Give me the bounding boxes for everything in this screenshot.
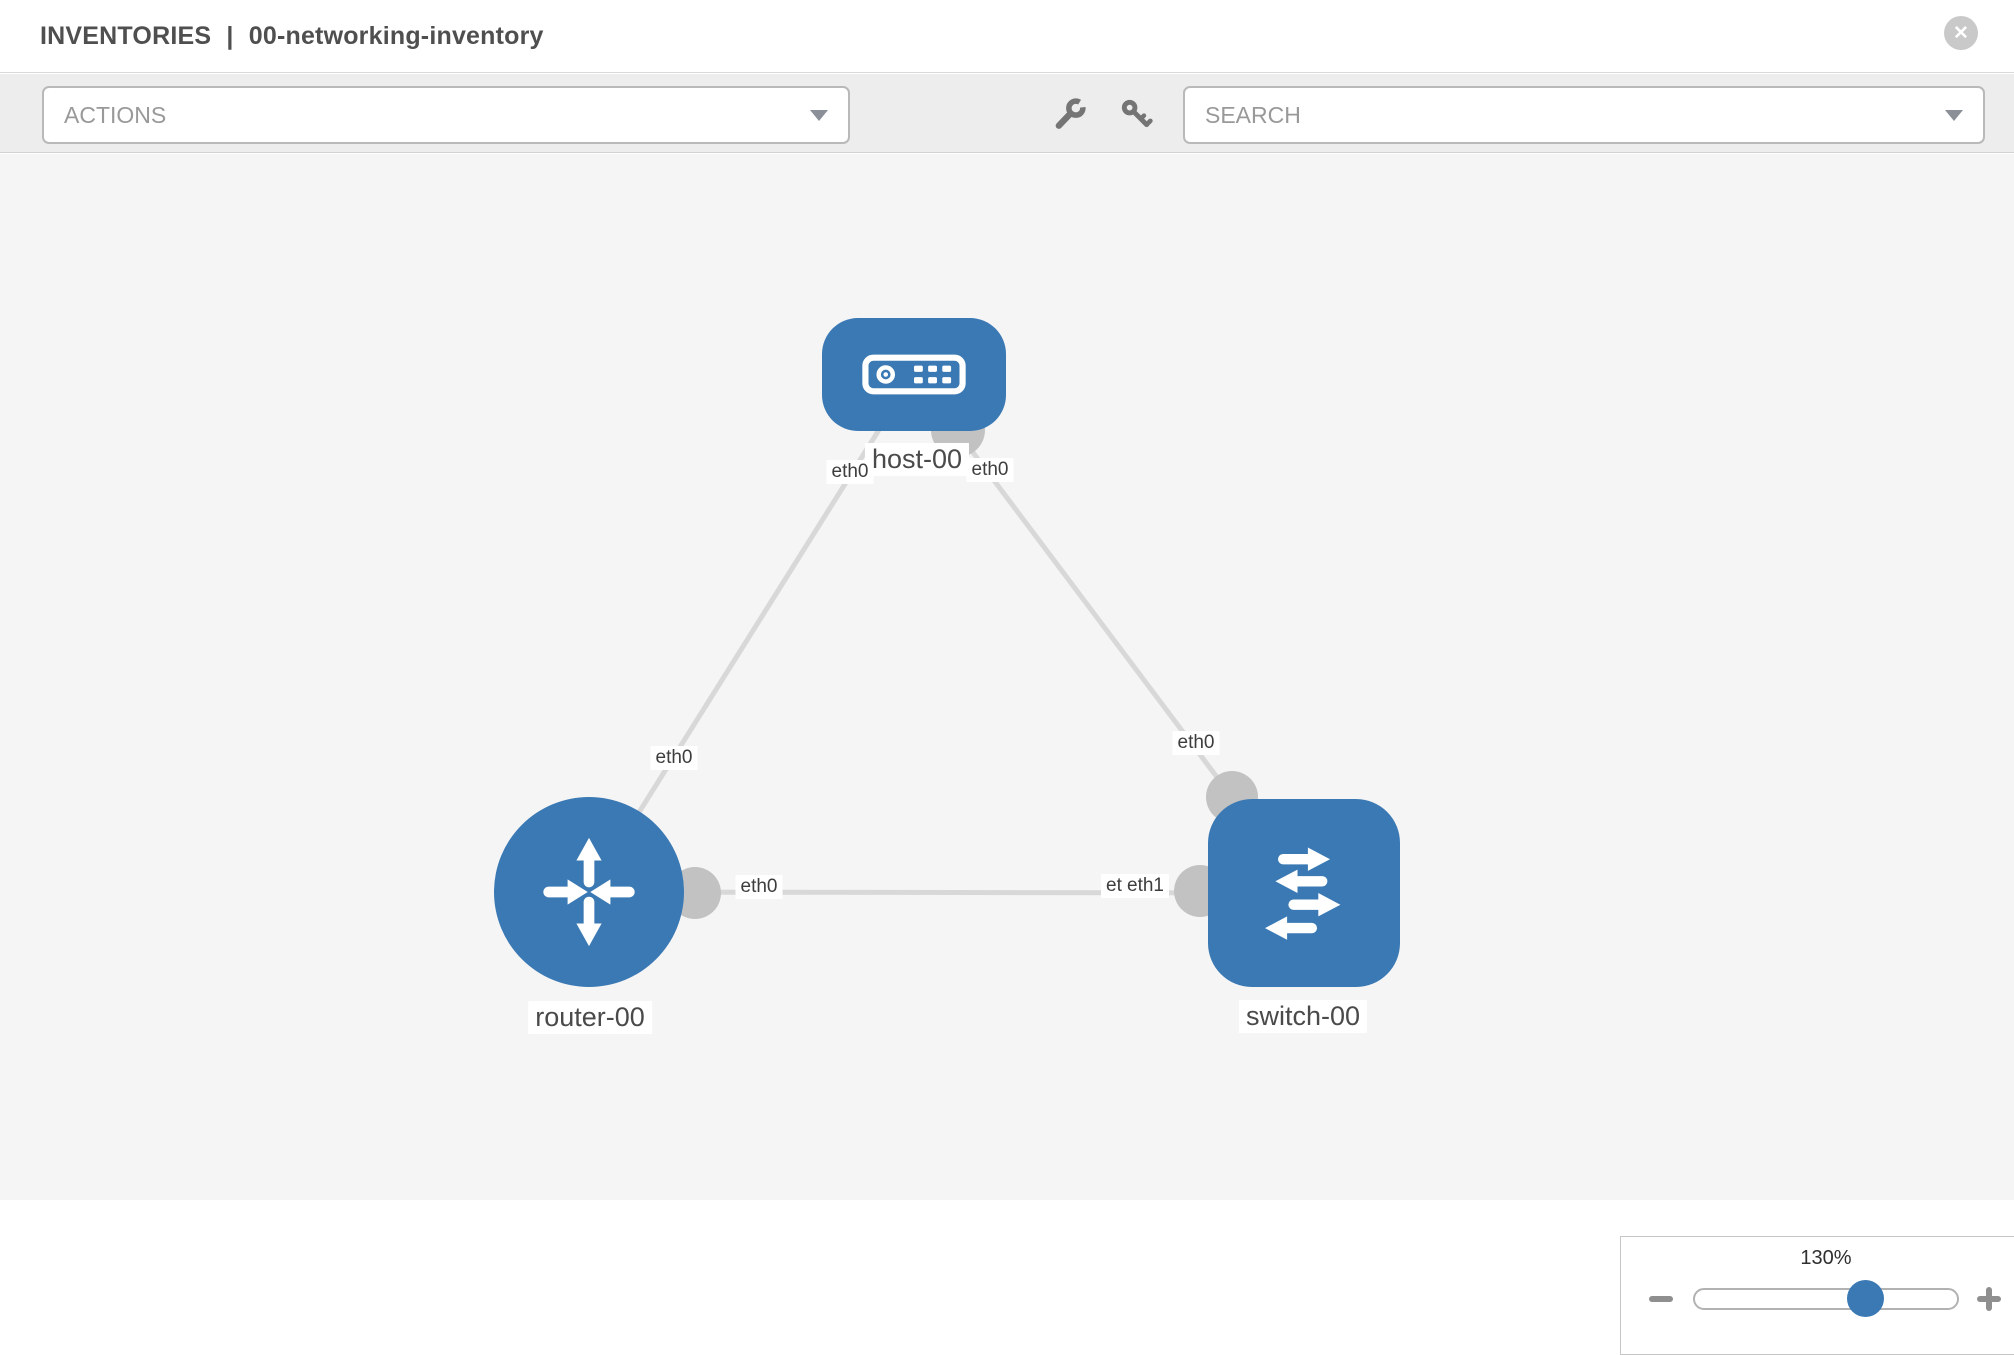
zoom-in-button[interactable]: [1971, 1281, 2007, 1317]
actions-dropdown[interactable]: ACTIONS: [42, 86, 850, 144]
zoom-slider-thumb[interactable]: [1847, 1280, 1884, 1317]
breadcrumb-separator: |: [226, 21, 234, 50]
close-button[interactable]: ✕: [1944, 16, 1978, 50]
host-device-icon: [862, 354, 966, 395]
toolbar: ACTIONS SEARCH: [0, 74, 2014, 153]
zoom-level-value: 130%: [1800, 1247, 1852, 1269]
if-label-host-eth0-right: eth0: [966, 458, 1014, 482]
close-icon: ✕: [1953, 22, 1969, 44]
node-switch[interactable]: [1208, 799, 1400, 987]
if-label-router-eth0-right: eth0: [735, 875, 783, 899]
actions-dropdown-label: ACTIONS: [64, 101, 167, 128]
node-label-switch: switch-00: [1238, 1000, 1368, 1033]
if-label-switch-eth1: eth1: [1122, 874, 1169, 898]
topology-canvas[interactable]: host-00 router-00 switch-00 eth0 eth0 et…: [0, 154, 2014, 1355]
node-router[interactable]: [494, 797, 684, 987]
wrench-icon: [1055, 95, 1089, 129]
credentials-button[interactable]: [1119, 97, 1153, 131]
switch-icon: [1265, 847, 1341, 940]
search-dropdown[interactable]: SEARCH: [1183, 86, 1985, 144]
configure-button[interactable]: [1053, 95, 1089, 131]
chevron-down-icon: [1945, 109, 1963, 121]
inventory-name: 00-networking-inventory: [248, 21, 544, 50]
zoom-control-panel: 130%: [1620, 1236, 2014, 1355]
page-title: INVENTORIES | 00-networking-inventory: [40, 22, 552, 51]
header-bar: INVENTORIES | 00-networking-inventory ✕: [0, 0, 2014, 73]
key-icon: [1121, 99, 1153, 128]
zoom-out-button[interactable]: [1649, 1296, 1673, 1302]
node-label-host: host-00: [864, 443, 970, 476]
chevron-down-icon: [810, 109, 828, 121]
if-label-router-eth0-top: eth0: [650, 746, 698, 770]
if-label-host-eth0-left: eth0: [826, 460, 874, 484]
router-icon: [543, 837, 635, 947]
if-label-switch-eth0-top: eth0: [1172, 731, 1220, 755]
links-layer: [586, 372, 1306, 896]
node-host[interactable]: [822, 318, 1006, 431]
node-label-router: router-00: [528, 1001, 652, 1034]
breadcrumb-root: INVENTORIES: [40, 21, 212, 50]
zoom-slider-track[interactable]: [1693, 1288, 1959, 1310]
search-placeholder: SEARCH: [1205, 101, 1301, 128]
